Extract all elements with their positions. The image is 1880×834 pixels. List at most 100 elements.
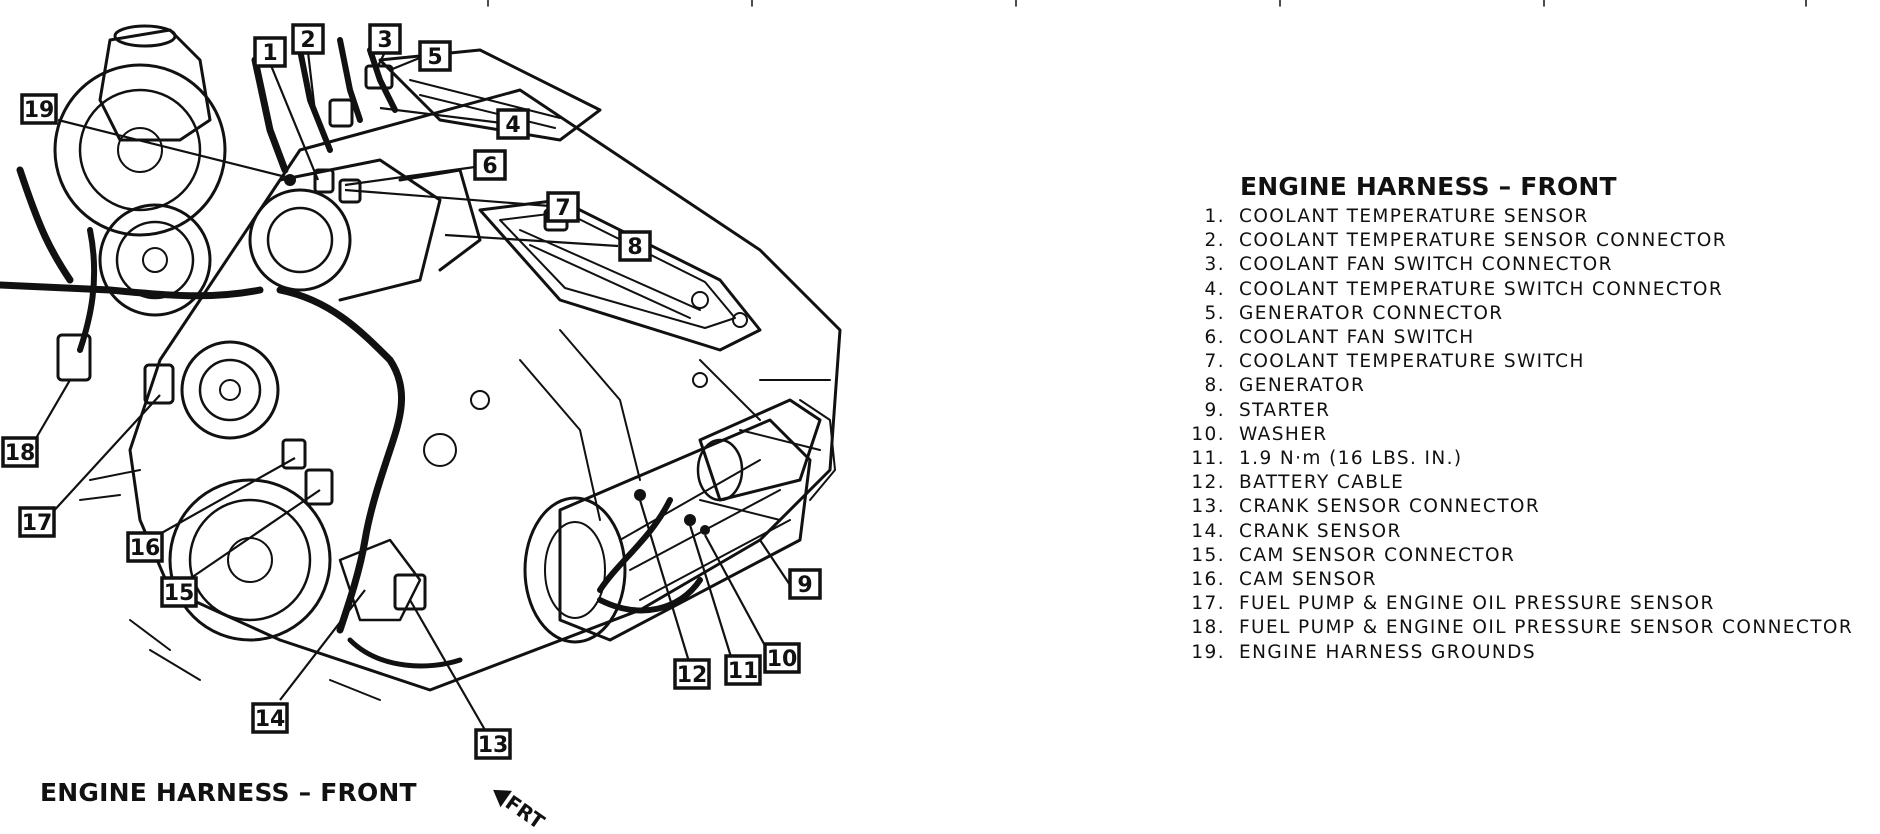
legend-item-number: 11. — [1191, 448, 1225, 470]
callout-7: 7 — [546, 191, 580, 223]
legend-item: 5. GENERATOR CONNECTOR — [1185, 302, 1865, 326]
callout-14: 14 — [251, 702, 289, 734]
edge-ticks — [487, 0, 1807, 7]
callout-16: 16 — [126, 531, 164, 563]
svg-text:15: 15 — [164, 581, 195, 606]
legend-item-label: FUEL PUMP & ENGINE OIL PRESSURE SENSOR — [1239, 593, 1715, 615]
legend-item: 10. WASHER — [1185, 423, 1865, 447]
legend-item: 14. CRANK SENSOR — [1185, 520, 1865, 544]
callout-17: 17 — [18, 506, 56, 538]
callout-6: 6 — [473, 149, 507, 181]
legend-item-label: WASHER — [1239, 423, 1328, 445]
legend-item-label: BATTERY CABLE — [1239, 472, 1405, 494]
legend-item-label: 1.9 N·m (16 LBS. IN.) — [1239, 448, 1463, 470]
legend-item-label: GENERATOR — [1239, 375, 1366, 397]
callout-13: 13 — [474, 728, 512, 760]
legend-item: 19. ENGINE HARNESS GROUNDS — [1185, 641, 1865, 665]
legend-item: 18. FUEL PUMP & ENGINE OIL PRESSURE SENSO… — [1185, 616, 1865, 640]
legend-item-number: 12. — [1191, 472, 1225, 494]
legend-item-number: 3. — [1204, 254, 1225, 276]
legend-item-label: FUEL PUMP & ENGINE OIL PRESSURE SENSOR C… — [1239, 617, 1854, 639]
legend-item-number: 19. — [1191, 641, 1225, 663]
callout-2: 2 — [291, 23, 325, 55]
svg-text:2: 2 — [300, 28, 315, 53]
svg-text:5: 5 — [427, 45, 442, 70]
legend-item-number: 4. — [1204, 278, 1225, 300]
legend-item: 6. COOLANT FAN SWITCH — [1185, 326, 1865, 350]
legend-item-label: CAM SENSOR CONNECTOR — [1239, 544, 1516, 566]
callout-18: 18 — [1, 436, 39, 468]
legend-item: 12. BATTERY CABLE — [1185, 471, 1865, 495]
legend-item-number: 17. — [1191, 593, 1225, 615]
legend-item-label: COOLANT FAN SWITCH CONNECTOR — [1239, 254, 1613, 276]
svg-text:13: 13 — [478, 733, 509, 758]
callout-10: 10 — [763, 642, 801, 674]
svg-text:9: 9 — [797, 573, 812, 598]
callout-15: 15 — [160, 576, 198, 608]
legend-item-label: CRANK SENSOR CONNECTOR — [1239, 496, 1541, 518]
legend-item: 2. COOLANT TEMPERATURE SENSOR CONNECTOR — [1185, 229, 1865, 253]
legend-item: 7.COOLANT TEMPERATURE SWITCH — [1185, 350, 1865, 374]
legend-item: 16. CAM SENSOR — [1185, 568, 1865, 592]
callout-11: 11 — [724, 654, 762, 686]
legend-item-number: 7. — [1204, 351, 1225, 373]
legend-item-label: COOLANT TEMPERATURE SENSOR CONNECTOR — [1239, 230, 1728, 252]
legend-item-label: ENGINE HARNESS GROUNDS — [1239, 641, 1536, 663]
svg-text:8: 8 — [627, 235, 642, 260]
legend: ENGINE HARNESS – FRONT 1. COOLANT TEMPERA… — [1185, 172, 1865, 665]
legend-item-number: 14. — [1191, 520, 1225, 542]
legend-item-number: 13. — [1191, 496, 1225, 518]
svg-text:7: 7 — [555, 196, 570, 221]
callout-9: 9 — [788, 568, 822, 600]
legend-item: 13. CRANK SENSOR CONNECTOR — [1185, 495, 1865, 519]
legend-list: 1. COOLANT TEMPERATURE SENSOR 2. COOLANT TE… — [1185, 205, 1865, 665]
diagram-caption: ENGINE HARNESS – FRONT — [40, 778, 417, 807]
legend-item-label: CRANK SENSOR — [1239, 520, 1402, 542]
callout-8: 8 — [618, 230, 652, 262]
callout-1: 1 — [253, 36, 287, 68]
svg-text:12: 12 — [677, 663, 708, 688]
callout-19: 19 — [20, 93, 58, 125]
legend-item: 11. 1.9 N·m (16 LBS. IN.) — [1185, 447, 1865, 471]
svg-text:19: 19 — [24, 98, 55, 123]
svg-text:4: 4 — [505, 113, 520, 138]
legend-item: 17. FUEL PUMP & ENGINE OIL PRESSURE SENSO… — [1185, 592, 1865, 616]
legend-item-label: COOLANT FAN SWITCH — [1239, 327, 1475, 349]
legend-item-label: CAM SENSOR — [1239, 569, 1377, 591]
legend-item-label: GENERATOR CONNECTOR — [1239, 302, 1504, 324]
svg-text:18: 18 — [5, 441, 36, 466]
callout-12: 12 — [673, 658, 711, 690]
legend-item-label: COOLANT TEMPERATURE SWITCH CONNECTOR — [1239, 278, 1724, 300]
legend-title: ENGINE HARNESS – FRONT — [1240, 172, 1617, 201]
svg-text:14: 14 — [255, 707, 286, 732]
legend-item: 9. STARTER — [1185, 399, 1865, 423]
svg-text:11: 11 — [728, 659, 759, 684]
legend-item-number: 9. — [1204, 399, 1225, 421]
svg-text:17: 17 — [22, 511, 53, 536]
callout-4: 4 — [496, 108, 530, 140]
svg-text:6: 6 — [482, 154, 497, 179]
legend-item-number: 8. — [1204, 375, 1225, 397]
legend-item-number: 6. — [1204, 327, 1225, 349]
legend-item-label: COOLANT TEMPERATURE SENSOR — [1239, 206, 1589, 227]
legend-item-number: 10. — [1191, 423, 1225, 445]
callout-3: 3 — [368, 23, 402, 55]
legend-item-label: STARTER — [1239, 399, 1331, 421]
legend-item: 8. GENERATOR — [1185, 374, 1865, 398]
leader-lines — [34, 51, 791, 731]
legend-item-number: 1. — [1204, 206, 1225, 227]
svg-text:1: 1 — [262, 41, 277, 66]
svg-text:3: 3 — [377, 28, 392, 53]
svg-text:10: 10 — [767, 647, 798, 672]
svg-text:16: 16 — [130, 536, 161, 561]
legend-item-number: 15. — [1191, 544, 1225, 566]
callout-5: 5 — [418, 40, 452, 72]
legend-item: 1. COOLANT TEMPERATURE SENSOR — [1185, 205, 1865, 229]
legend-item: 3. COOLANT FAN SWITCH CONNECTOR — [1185, 253, 1865, 277]
legend-item-number: 5. — [1204, 302, 1225, 324]
legend-item-number: 16. — [1191, 569, 1225, 591]
legend-item-number: 18. — [1191, 617, 1225, 639]
legend-item: 15. CAM SENSOR CONNECTOR — [1185, 544, 1865, 568]
legend-item-number: 2. — [1204, 230, 1225, 252]
